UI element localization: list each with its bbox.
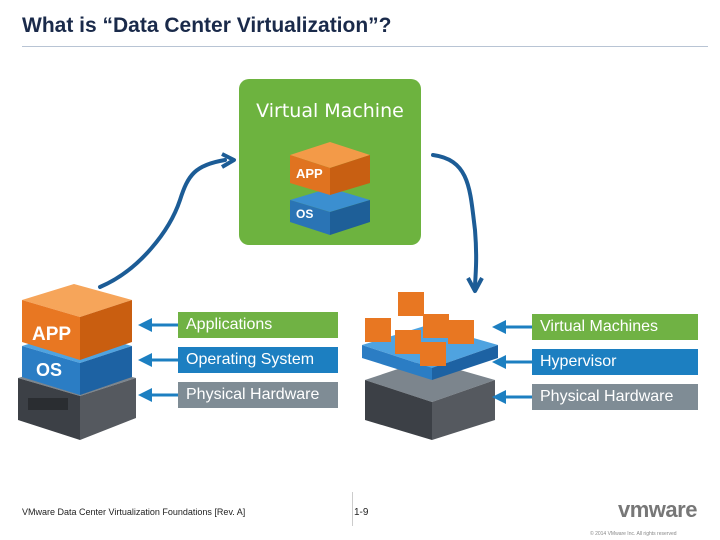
layer-virtual-machines: Virtual Machines — [532, 314, 698, 340]
vm-os-text: OS — [296, 207, 313, 221]
right-connectors — [505, 327, 532, 397]
layer-hypervisor: Hypervisor — [532, 349, 698, 375]
layer-applications: Applications — [178, 312, 338, 338]
physical-os-text: OS — [36, 360, 62, 380]
layer-operating-system: Operating System — [178, 347, 338, 373]
layer-physical-hardware-right: Physical Hardware — [532, 384, 698, 410]
footer-copyright: © 2014 VMware Inc. All rights reserved — [590, 531, 677, 537]
left-connectors — [152, 325, 178, 395]
footer-page-number: 1-9 — [354, 507, 368, 518]
layer-physical-hardware-left: Physical Hardware — [178, 382, 338, 408]
footer-divider — [352, 492, 353, 526]
vm-app-text: APP — [296, 166, 323, 181]
vm-app-cube-icon: APP — [290, 142, 370, 195]
right-curved-arrow — [433, 155, 476, 285]
vm-os-cube-icon: OS — [290, 188, 370, 235]
physical-app-text: APP — [32, 324, 71, 345]
vmware-logo: vmware — [618, 497, 697, 523]
footer-course-name: VMware Data Center Virtualization Founda… — [22, 507, 245, 517]
left-curved-arrow — [100, 160, 225, 287]
